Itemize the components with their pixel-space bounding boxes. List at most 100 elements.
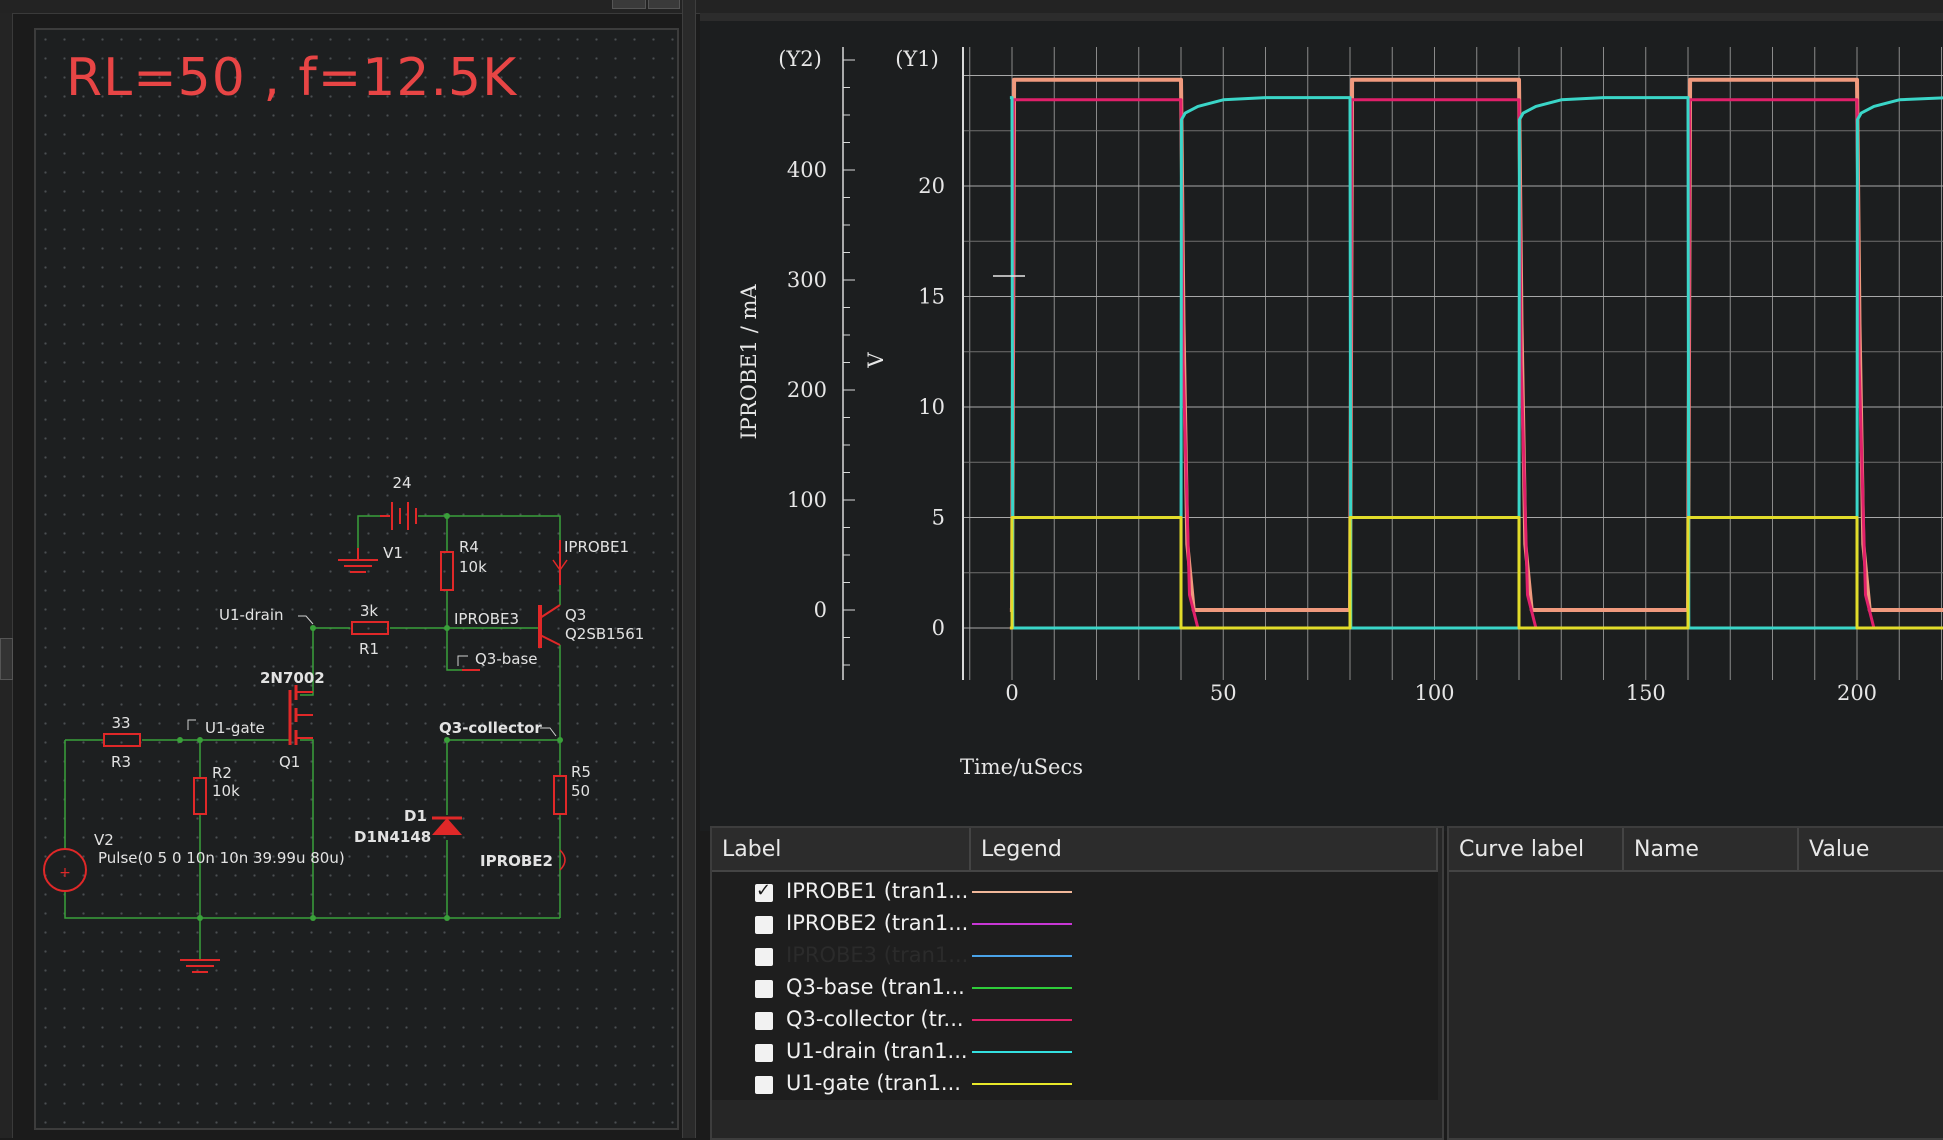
label-q3-name: Q3: [565, 606, 586, 624]
plot-series: [1009, 77, 1943, 630]
legend-row-label: IPROBE2 (tran1...: [786, 911, 969, 935]
label-v1-value: 24: [392, 474, 411, 492]
x-tick-label: 200: [1837, 681, 1877, 705]
legend-row-label: U1-gate (tran1...: [786, 1071, 961, 1095]
schematic-components: [43, 502, 568, 973]
x-tick-label: 50: [1210, 681, 1237, 705]
x-tick-label: 0: [1005, 681, 1018, 705]
legend-row-checkbox[interactable]: [755, 1076, 773, 1094]
legend-row-swatch: [972, 881, 1072, 903]
cursor-header-name[interactable]: Name: [1624, 828, 1799, 872]
legend-row[interactable]: IPROBE3 (tran1...: [712, 941, 1438, 973]
legend-row[interactable]: Q3-collector (tr...: [712, 1005, 1438, 1037]
label-r5-name: R5: [571, 763, 591, 781]
legend-row-swatch: [972, 1041, 1072, 1063]
legend-row-swatch: [972, 913, 1072, 935]
y2-tick-label: 0: [814, 598, 827, 622]
legend-header-legend[interactable]: Legend: [971, 828, 1438, 872]
legend-row[interactable]: Q3-base (tran1...: [712, 973, 1438, 1005]
schematic-title: RL=50 , f=12.5K: [66, 48, 518, 108]
label-r3-value: 33: [111, 714, 130, 732]
label-v1-name: V1: [383, 544, 403, 562]
y1-tick-label: 0: [932, 616, 945, 640]
legend-row-checkbox[interactable]: [755, 948, 773, 966]
y2-tick-label: 100: [787, 488, 827, 512]
legend-row-label: Q3-collector (tr...: [786, 1007, 964, 1031]
label-r1-name: R1: [359, 640, 379, 658]
label-r4-name: R4: [459, 538, 479, 556]
label-v2-pulse: Pulse(0 5 0 10n 10n 39.99u 80u): [98, 849, 345, 867]
label-d1-part: D1N4148: [354, 828, 431, 846]
plot-grid: [963, 47, 1943, 680]
y1-tick-label: 15: [918, 285, 945, 309]
label-r4-value: 10k: [459, 558, 487, 576]
legend-row[interactable]: IPROBE2 (tran1...: [712, 909, 1438, 941]
label-q1-name: Q1: [279, 753, 300, 771]
schematic-circuit[interactable]: + 24 V1 R4 10k IPROBE1 U1-drain 3k R1 IP…: [0, 0, 680, 1138]
legend-row-checkbox[interactable]: [755, 916, 773, 934]
legend-row-swatch: [972, 977, 1072, 999]
label-r1-value: 3k: [360, 602, 379, 620]
legend-rows: [712, 872, 1438, 1100]
schematic-canvas[interactable]: [34, 28, 679, 1130]
label-u1-gate: U1-gate: [205, 719, 265, 737]
legend-row-label: Q3-base (tran1...: [786, 975, 965, 999]
label-iprobe3: IPROBE3: [454, 610, 519, 628]
y1-axis-label: V: [864, 352, 888, 369]
toolbar-button[interactable]: [648, 0, 680, 9]
cursor-values-table[interactable]: Curve label Name Value: [1447, 826, 1943, 1140]
y1-tick-label: 20: [918, 174, 945, 198]
y1-tick-label: 10: [918, 395, 945, 419]
panel-toggle-button[interactable]: [0, 638, 13, 680]
y2-tick-label: 200: [787, 378, 827, 402]
diode-d1: [432, 816, 462, 835]
y2-axis-label: IPROBE1 / mA: [737, 284, 761, 440]
x-axis-label: Time/uSecs: [960, 755, 1083, 779]
label-r5-value: 50: [571, 782, 590, 800]
label-r2-name: R2: [212, 764, 232, 782]
label-iprobe1: IPROBE1: [564, 538, 629, 556]
panel-splitter[interactable]: [682, 0, 696, 1138]
label-r3-name: R3: [111, 753, 131, 771]
cursor-header-value[interactable]: Value: [1799, 828, 1943, 872]
label-q3-collector: Q3-collector: [439, 719, 542, 737]
legend-row-label: IPROBE3 (tran1...: [786, 943, 969, 967]
x-tick-label: 100: [1414, 681, 1454, 705]
v2-plus-sign: +: [59, 865, 71, 881]
legend-row-swatch: [972, 1009, 1072, 1031]
y1-tick-label: 5: [932, 506, 945, 530]
label-q1-part: 2N7002: [260, 669, 325, 687]
net-label-tags: [187, 615, 557, 737]
legend-row[interactable]: U1-gate (tran1...: [712, 1069, 1438, 1101]
label-q3-part: Q2SB1561: [565, 625, 644, 643]
legend-row-label: IPROBE1 (tran1...: [786, 879, 969, 903]
legend-row-list: IPROBE1 (tran1... IPROBE2 (tran1... IPRO…: [712, 877, 1438, 1107]
cursor-header-curve-label[interactable]: Curve label: [1449, 828, 1624, 872]
label-r2-value: 10k: [212, 782, 240, 800]
y2-tick-label: 300: [787, 268, 827, 292]
legend-row-label: U1-drain (tran1...: [786, 1039, 968, 1063]
schematic-junctions: [177, 513, 563, 921]
legend-row[interactable]: U1-drain (tran1...: [712, 1037, 1438, 1069]
label-q3-base: Q3-base: [475, 650, 538, 668]
y1-axis-tag: (Y1): [895, 47, 939, 71]
y2-tick-label: 400: [787, 158, 827, 182]
series-u1-gate-line: [1009, 516, 1943, 630]
x-tick-label: 150: [1626, 681, 1666, 705]
legend-row-checkbox[interactable]: [755, 880, 773, 902]
label-v2-name: V2: [94, 831, 114, 849]
legend-row[interactable]: IPROBE1 (tran1...: [712, 877, 1438, 909]
left-edge-toolbar: [0, 13, 13, 1138]
legend-row-checkbox[interactable]: [755, 980, 773, 998]
toolbar-button[interactable]: [612, 0, 646, 9]
legend-row-checkbox[interactable]: [755, 1012, 773, 1030]
label-iprobe2: IPROBE2: [480, 852, 553, 870]
legend-header-label[interactable]: Label: [712, 828, 971, 872]
legend-row-swatch: [972, 1073, 1072, 1095]
legend-row-checkbox[interactable]: [755, 1044, 773, 1062]
legend-row-swatch: [972, 945, 1072, 967]
schematic-wires: [64, 515, 561, 960]
waveform-plot-area[interactable]: [700, 13, 1943, 831]
